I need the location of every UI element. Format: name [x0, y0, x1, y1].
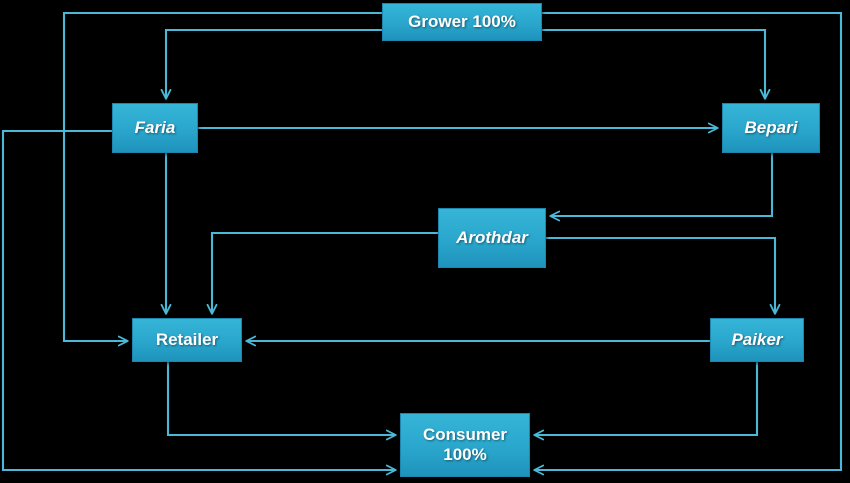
- node-faria-label: Faria: [134, 118, 176, 138]
- connector-arothdar-to-paiker: [546, 236, 781, 315]
- connector-grower-to-consumer: [533, 11, 843, 476]
- node-consumer-label: Consumer 100%: [422, 425, 508, 464]
- node-consumer[interactable]: Consumer 100%: [400, 413, 530, 477]
- connector-grower-to-retailer: [62, 11, 382, 347]
- node-bepari[interactable]: Bepari: [722, 103, 820, 153]
- node-bepari-label: Bepari: [744, 118, 798, 138]
- connector-bepari-to-arothdar: [549, 153, 774, 222]
- connector-faria-to-consumer: [1, 129, 397, 476]
- node-faria[interactable]: Faria: [112, 103, 198, 153]
- node-retailer-label: Retailer: [155, 330, 219, 350]
- node-arothdar[interactable]: Arothdar: [438, 208, 546, 268]
- connector-retailer-to-consumer: [166, 362, 397, 441]
- connector-paiker-to-consumer: [533, 362, 759, 441]
- node-arothdar-label: Arothdar: [456, 228, 528, 248]
- node-grower[interactable]: Grower 100%: [382, 3, 542, 41]
- node-paiker-label: Paiker: [731, 330, 783, 350]
- connector-grower-to-bepari: [542, 28, 771, 100]
- connector-grower-to-faria: [160, 28, 382, 100]
- connector-arothdar-to-retailer: [206, 231, 438, 315]
- node-grower-label: Grower 100%: [408, 12, 516, 32]
- node-retailer[interactable]: Retailer: [132, 318, 242, 362]
- node-paiker[interactable]: Paiker: [710, 318, 804, 362]
